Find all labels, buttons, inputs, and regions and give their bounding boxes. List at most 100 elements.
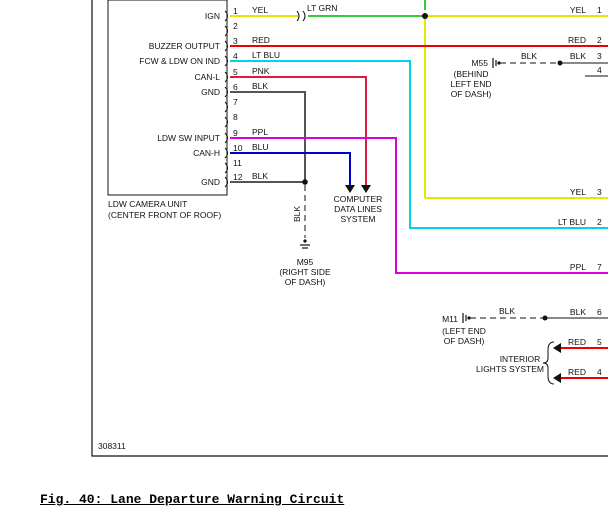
- pin-function-label: GND: [201, 177, 220, 187]
- pin-terminal-icon: [224, 147, 228, 159]
- pin-number: 5: [233, 67, 238, 77]
- right-pin-wire-color: RED: [568, 367, 586, 377]
- right-pin-wire-color: RED: [568, 35, 586, 45]
- m55-location-1: (BEHIND: [454, 69, 489, 79]
- pin-terminal-icon: [224, 40, 228, 52]
- pin-function-label: FCW & LDW ON IND: [139, 56, 220, 66]
- pin-number: 9: [233, 128, 238, 138]
- pin-number: 12: [233, 172, 243, 182]
- wire-can-l-pink: [230, 76, 367, 186]
- arrow-can-l: [361, 185, 371, 193]
- m95-id: M95: [297, 257, 314, 267]
- inline-connector: [296, 10, 306, 22]
- m95-location-2: OF DASH): [285, 277, 326, 287]
- right-pin-number: 1: [597, 5, 602, 15]
- m55-splice: [557, 60, 563, 66]
- pin-wire-color: BLK: [252, 81, 268, 91]
- pin-number: 1: [233, 6, 238, 16]
- splice-ign: [422, 13, 428, 19]
- pin-terminal-icon: [224, 101, 228, 113]
- pin-number: 6: [233, 82, 238, 92]
- pin-wire-color: RED: [252, 35, 270, 45]
- pin-number: 2: [233, 21, 238, 31]
- diagram-frame: [91, 0, 608, 457]
- wire-ldw-sw-magenta: [230, 137, 608, 274]
- m55-location-2: LEFT END: [451, 79, 492, 89]
- m11-location-2: OF DASH): [444, 336, 485, 346]
- pin-number: 8: [233, 112, 238, 122]
- pin-terminal-icon: [224, 176, 228, 188]
- m55-location-3: OF DASH): [451, 89, 492, 99]
- right-pin-wire-color: BLK: [570, 51, 586, 61]
- pin-function-label: CAN-H: [193, 148, 220, 158]
- splice-gnd: [302, 179, 308, 185]
- right-pin-number: 2: [597, 35, 602, 45]
- camera-unit-title: LDW CAMERA UNIT: [108, 199, 187, 209]
- wire-can-h-blue: [230, 152, 351, 186]
- pin-number: 7: [233, 97, 238, 107]
- interior-lights-line-1: INTERIOR: [500, 354, 541, 364]
- pin-number: 10: [233, 143, 243, 153]
- camera-unit-location: (CENTER FRONT OF ROOF): [108, 210, 221, 220]
- right-pin-wire-color: YEL: [570, 5, 586, 15]
- right-pin-number: 4: [597, 65, 602, 75]
- right-pin-number: 6: [597, 307, 602, 317]
- m11-splice: [542, 315, 548, 321]
- pin-wire-color: PNK: [252, 66, 270, 76]
- interior-lights-brace: [542, 341, 555, 385]
- pin-number: 4: [233, 51, 238, 61]
- m95-ground-icon: [300, 239, 310, 249]
- right-pin-number: 3: [597, 187, 602, 197]
- pin-function-label: GND: [201, 87, 220, 97]
- m95-wire-label: BLK: [292, 206, 302, 222]
- pin-terminal-icon: [224, 86, 228, 98]
- pin-terminal-icon: [224, 71, 228, 83]
- pin-terminal-icon: [224, 162, 228, 174]
- pin-terminal-icon: [224, 10, 228, 22]
- pin-wire-color: LT BLU: [252, 50, 280, 60]
- wire-fcw-lightblue: [230, 60, 608, 229]
- pin-wire-color: YEL: [252, 5, 268, 15]
- pin-wire-color: BLU: [252, 142, 269, 152]
- right-pin-number: 4: [597, 367, 602, 377]
- pin-terminal-icon: [224, 55, 228, 67]
- pin-number: 3: [233, 36, 238, 46]
- m55-ground-icon: [492, 58, 501, 68]
- pin-number: 11: [233, 158, 242, 168]
- pin-terminal-icon: [224, 116, 228, 128]
- right-pin-wire-color: LT BLU: [558, 217, 586, 227]
- connector-wire-label: LT GRN: [307, 3, 337, 13]
- diagram-id: 308311: [98, 441, 126, 451]
- arrow-can-h: [345, 185, 355, 193]
- camera-unit-box: [107, 0, 228, 196]
- pin-terminal-icon: [224, 25, 228, 37]
- pin-function-label: BUZZER OUTPUT: [149, 41, 220, 51]
- m11-id: M11: [442, 314, 458, 324]
- pin-terminal-icon: [224, 132, 228, 144]
- interior-lights-line-2: LIGHTS SYSTEM: [476, 364, 544, 374]
- arrow-interior-4: [553, 373, 561, 383]
- pin-function-label: LDW SW INPUT: [157, 133, 220, 143]
- pin-wire-color: BLK: [252, 171, 268, 181]
- m95-location-1: (RIGHT SIDE: [279, 267, 331, 277]
- computer-data-line-2: DATA LINES: [334, 204, 382, 214]
- m11-wire-label: BLK: [499, 306, 515, 316]
- computer-data-line-1: COMPUTER: [334, 194, 383, 204]
- m11-ground-icon: [462, 313, 471, 323]
- right-pin-number: 5: [597, 337, 602, 347]
- pin-wire-color: PPL: [252, 127, 268, 137]
- right-pin-number: 2: [597, 217, 602, 227]
- m11-location-1: (LEFT END: [442, 326, 486, 336]
- m55-wire-label: BLK: [521, 51, 537, 61]
- right-pin-wire-color: PPL: [570, 262, 586, 272]
- computer-data-line-3: SYSTEM: [341, 214, 376, 224]
- right-pin-wire-color: BLK: [570, 307, 586, 317]
- arrow-interior-5: [553, 343, 561, 353]
- right-pin-number: 7: [597, 262, 602, 272]
- figure-caption: Fig. 40: Lane Departure Warning Circuit: [40, 492, 345, 507]
- pin-function-label: IGN: [205, 11, 220, 21]
- right-pin-number: 3: [597, 51, 602, 61]
